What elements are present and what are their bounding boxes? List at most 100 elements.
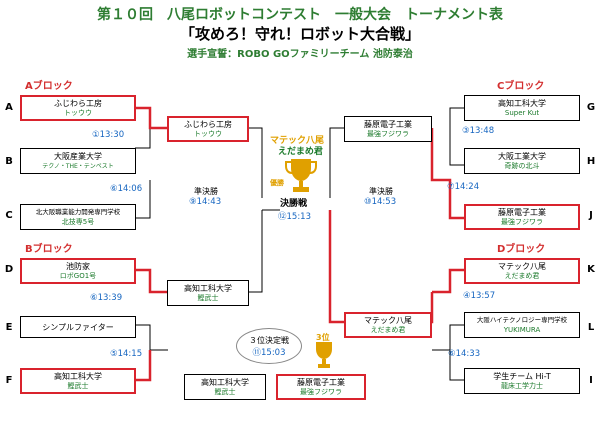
page-title: 第１０回 八尾ロボットコンテスト 一般大会 トーナメント表 — [97, 7, 503, 23]
bracket-line — [248, 127, 263, 198]
match-time: ⑥14:33 — [448, 349, 481, 359]
robot-name: YUKIMURA — [503, 326, 541, 334]
semifinal-label-right: 準決勝 — [369, 187, 393, 196]
team-box-k[interactable]: マテック八尾 えだまめ君 — [464, 258, 580, 284]
team-box-b[interactable]: 大阪産業大学 テクノ・THE・テンペスト — [20, 148, 136, 174]
team-box-f[interactable]: 高知工科大学 鰹武士 — [20, 368, 136, 394]
team-box-h[interactable]: 大阪工業大学 奇跡の北斗 — [464, 148, 580, 174]
champion-team: マテック八尾 — [270, 136, 325, 146]
team-box-j[interactable]: 学生チーム Hi-T 龍床工学力士 — [464, 368, 580, 394]
third-place-time: ⑪15:03 — [252, 347, 286, 358]
slot-letter: C — [5, 210, 13, 221]
bracket-line — [329, 127, 344, 198]
bracket-line — [135, 180, 151, 219]
bracket-line — [449, 107, 465, 148]
team-name: 北大阪職業能力開発専門学校 — [35, 208, 121, 216]
team-name: 学生チーム Hi-T — [493, 372, 551, 381]
slot-letter: G — [586, 102, 596, 113]
robot-name: 奇跡の北斗 — [504, 162, 540, 170]
win-line — [135, 268, 168, 294]
team-box-g[interactable]: 高知工科大学 Super Kut — [464, 95, 580, 121]
slot-letter: H — [586, 156, 596, 167]
bracket-line — [135, 107, 151, 149]
block-b-label: Bブロック — [25, 244, 73, 255]
trophy-icon — [285, 159, 317, 192]
win-line — [135, 350, 152, 382]
win-line — [430, 128, 465, 220]
slot-letter: D — [4, 264, 14, 275]
match-time: ⑥13:39 — [90, 293, 123, 303]
bracket-line — [248, 210, 263, 293]
block-winner-d[interactable]: マテック八尾 えだまめ君 — [344, 312, 432, 338]
robot-name: えだまめ君 — [370, 326, 406, 334]
team-name: ふじわら工房 — [184, 120, 232, 129]
win-line — [135, 106, 168, 130]
winner-badge: 優勝 — [270, 179, 284, 187]
slot-letter: B — [5, 156, 13, 167]
team-name: 大阪ハイテクノロジー専門学校 — [476, 316, 568, 324]
block-d-label: Dブロック — [497, 244, 546, 255]
semifinal-label-left: 準決勝 — [194, 187, 218, 196]
team-name: 高知工科大学 — [201, 378, 249, 387]
semifinal-time-left: ⑨14:43 — [189, 197, 222, 207]
block-a-label: Aブロック — [25, 81, 73, 92]
third-trophy-icon — [316, 342, 332, 368]
final-time: ⑫15:13 — [278, 212, 311, 222]
third-place-label: 3位 — [316, 333, 330, 342]
robot-name: 鰹武士 — [214, 388, 236, 396]
team-name: 大阪工業大学 — [498, 152, 546, 161]
block-winner-b[interactable]: 高知工科大学 鰹武士 — [167, 280, 249, 306]
match-time: ④13:57 — [463, 291, 496, 301]
team-name: 池防家 — [66, 262, 90, 271]
champion-robot: えだまめ君 — [278, 147, 323, 157]
team-box-c[interactable]: 北大阪職業能力開発専門学校 北技専5号 — [20, 204, 136, 230]
robot-name: テクノ・THE・テンペスト — [42, 163, 114, 170]
slot-letter: A — [5, 102, 13, 113]
team-box-i[interactable]: 藤原電子工業 最強フジワラ — [464, 204, 580, 230]
robot-name: トッウウ — [64, 109, 92, 117]
team-name: ふじわら工房 — [54, 99, 102, 108]
team-box-a[interactable]: ふじわら工房 トッウウ — [20, 95, 136, 121]
team-name: 高知工科大学 — [498, 99, 546, 108]
semifinal-time-right: ⑩14:53 — [364, 197, 397, 207]
team-name: 大阪産業大学 — [54, 152, 102, 161]
final-label: 決勝戦 — [280, 199, 308, 209]
bracket-line — [449, 148, 465, 166]
win-line — [328, 210, 344, 324]
team-name: マテック八尾 — [364, 316, 412, 325]
team-box-e[interactable]: シンプルファイター — [20, 316, 136, 338]
win-line — [432, 268, 465, 294]
match-time: ⑥14:06 — [110, 184, 143, 194]
slot-letter: I — [589, 375, 593, 386]
team-box-d[interactable]: 池防家 ロボGO1号 — [20, 258, 136, 284]
team-name: 高知工科大学 — [184, 284, 232, 293]
slot-letter: F — [5, 375, 13, 386]
third-right-team[interactable]: 藤原電子工業 最強フジワラ — [276, 374, 366, 400]
block-winner-a[interactable]: ふじわら工房 トッウウ — [167, 116, 249, 142]
team-name: シンプルファイター — [42, 322, 114, 332]
slot-letter: E — [5, 322, 13, 333]
team-name: 高知工科大学 — [54, 372, 102, 381]
robot-name: えだまめ君 — [504, 272, 540, 280]
team-name: 藤原電子工業 — [498, 208, 546, 217]
match-time: ⑤14:15 — [110, 349, 143, 359]
robot-name: 北技専5号 — [61, 218, 95, 226]
match-time: ③13:48 — [462, 126, 495, 136]
slot-letter: L — [587, 322, 595, 333]
block-winner-c[interactable]: 藤原電子工業 最強フジワラ — [344, 116, 432, 142]
robot-name: 鰹武士 — [197, 294, 219, 302]
robot-name: Super Kut — [504, 109, 540, 117]
block-c-label: Cブロック — [497, 81, 545, 92]
third-place-title: ３位決定戦 — [249, 335, 289, 345]
robot-name: 最強フジワラ — [501, 218, 543, 226]
robot-name: 最強フジワラ — [300, 388, 342, 396]
bracket-line — [449, 324, 465, 381]
third-left-team[interactable]: 高知工科大学 鰹武士 — [184, 374, 266, 400]
slot-letter: K — [587, 264, 595, 275]
robot-name: 龍床工学力士 — [501, 382, 543, 390]
slot-letter: J — [589, 210, 593, 221]
team-name: マテック八尾 — [498, 262, 546, 271]
robot-name: 鰹武士 — [67, 382, 89, 390]
team-box-l[interactable]: 大阪ハイテクノロジー専門学校 YUKIMURA — [464, 312, 580, 338]
